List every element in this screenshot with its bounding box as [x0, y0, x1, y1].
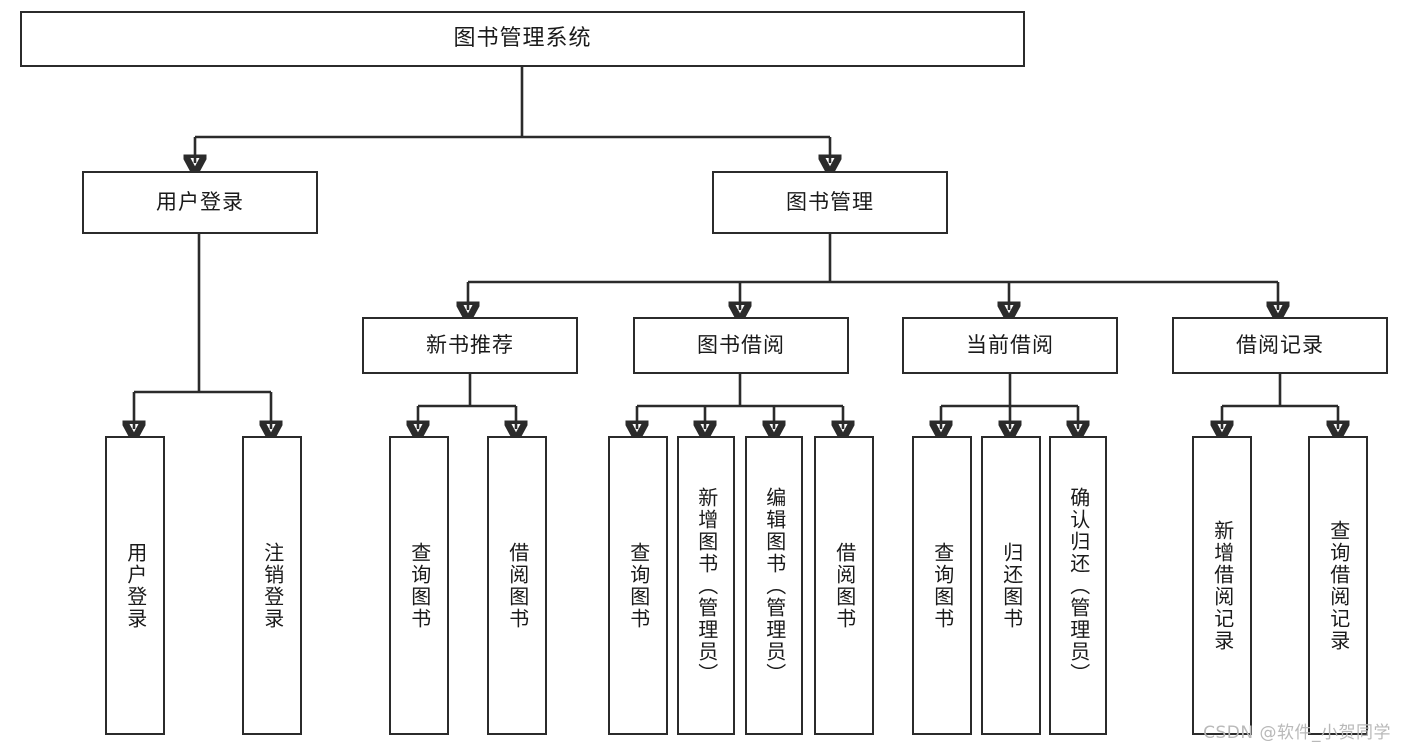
leaf-record-query-record[interactable]: 查询借阅记录 — [1308, 436, 1368, 735]
leaf-borrow-edit-book-admin[interactable]: 编辑图书（管理员） — [745, 436, 803, 735]
node-book-borrow[interactable]: 图书借阅 — [633, 317, 849, 374]
leaf-user-login-login[interactable]: 用户登录 — [105, 436, 165, 735]
node-current-borrow[interactable]: 当前借阅 — [902, 317, 1118, 374]
node-user-login[interactable]: 用户登录 — [82, 171, 318, 234]
leaf-new-book-borrow[interactable]: 借阅图书 — [487, 436, 547, 735]
leaf-user-login-logout[interactable]: 注销登录 — [242, 436, 302, 735]
node-book-management[interactable]: 图书管理 — [712, 171, 948, 234]
node-new-book-recommend[interactable]: 新书推荐 — [362, 317, 578, 374]
leaf-record-add-record[interactable]: 新增借阅记录 — [1192, 436, 1252, 735]
leaf-current-return-book[interactable]: 归还图书 — [981, 436, 1041, 735]
node-root-system[interactable]: 图书管理系统 — [20, 11, 1025, 67]
node-borrow-record[interactable]: 借阅记录 — [1172, 317, 1388, 374]
leaf-current-query-book[interactable]: 查询图书 — [912, 436, 972, 735]
leaf-borrow-query-book[interactable]: 查询图书 — [608, 436, 668, 735]
leaf-new-book-query[interactable]: 查询图书 — [389, 436, 449, 735]
leaf-borrow-borrow-book[interactable]: 借阅图书 — [814, 436, 874, 735]
leaf-borrow-add-book-admin[interactable]: 新增图书（管理员） — [677, 436, 735, 735]
watermark-label: CSDN @软件_小贺同学 — [1203, 723, 1391, 743]
leaf-current-confirm-return-admin[interactable]: 确认归还（管理员） — [1049, 436, 1107, 735]
